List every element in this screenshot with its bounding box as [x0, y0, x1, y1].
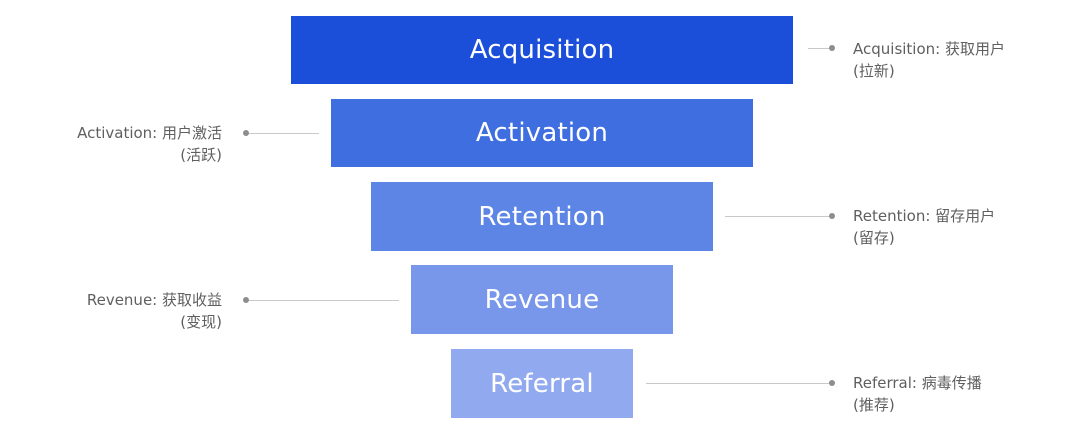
annotation-line2: (活跃) [180, 146, 222, 164]
connector-dot-referral [829, 380, 835, 386]
annotation-line1: Referral: 病毒传播 [853, 374, 982, 392]
annotation-acquisition: Acquisition: 获取用户 (拉新) [853, 38, 1005, 82]
connector-dot-acquisition [829, 45, 835, 51]
funnel-bar-label: Referral [490, 368, 594, 399]
annotation-activation: Activation: 用户激活 (活跃) [77, 122, 222, 166]
funnel-bar-label: Acquisition [469, 35, 615, 65]
connector-dot-revenue [243, 297, 249, 303]
connector-line-revenue [249, 300, 399, 301]
annotation-line1: Revenue: 获取收益 [86, 291, 222, 309]
funnel-bar-label: Revenue [484, 284, 600, 315]
annotation-line1: Activation: 用户激活 [77, 124, 222, 142]
annotation-retention: Retention: 留存用户 (留存) [853, 205, 995, 249]
funnel-bar-referral: Referral [451, 349, 633, 418]
funnel-bar-label: Retention [478, 201, 606, 232]
annotation-referral: Referral: 病毒传播 (推荐) [853, 372, 982, 416]
connector-dot-retention [829, 213, 835, 219]
connector-dot-activation [243, 130, 249, 136]
annotation-revenue: Revenue: 获取收益 (变现) [87, 289, 222, 333]
annotation-line1: Retention: 留存用户 [853, 207, 996, 225]
funnel-bar-revenue: Revenue [411, 265, 673, 334]
connector-line-activation [249, 133, 319, 134]
annotation-line2: (留存) [853, 229, 895, 247]
funnel-bar-retention: Retention [371, 182, 713, 251]
connector-line-retention [725, 216, 831, 217]
funnel-bar-activation: Activation [331, 99, 753, 167]
annotation-line2: (推荐) [853, 396, 895, 414]
annotation-line1: Acquisition: 获取用户 [853, 40, 1005, 58]
annotation-line2: (变现) [180, 313, 222, 331]
connector-line-acquisition [808, 48, 830, 49]
funnel-bar-acquisition: Acquisition [291, 16, 793, 84]
annotation-line2: (拉新) [853, 62, 895, 80]
funnel-bar-label: Activation [475, 118, 609, 148]
connector-line-referral [646, 383, 831, 384]
